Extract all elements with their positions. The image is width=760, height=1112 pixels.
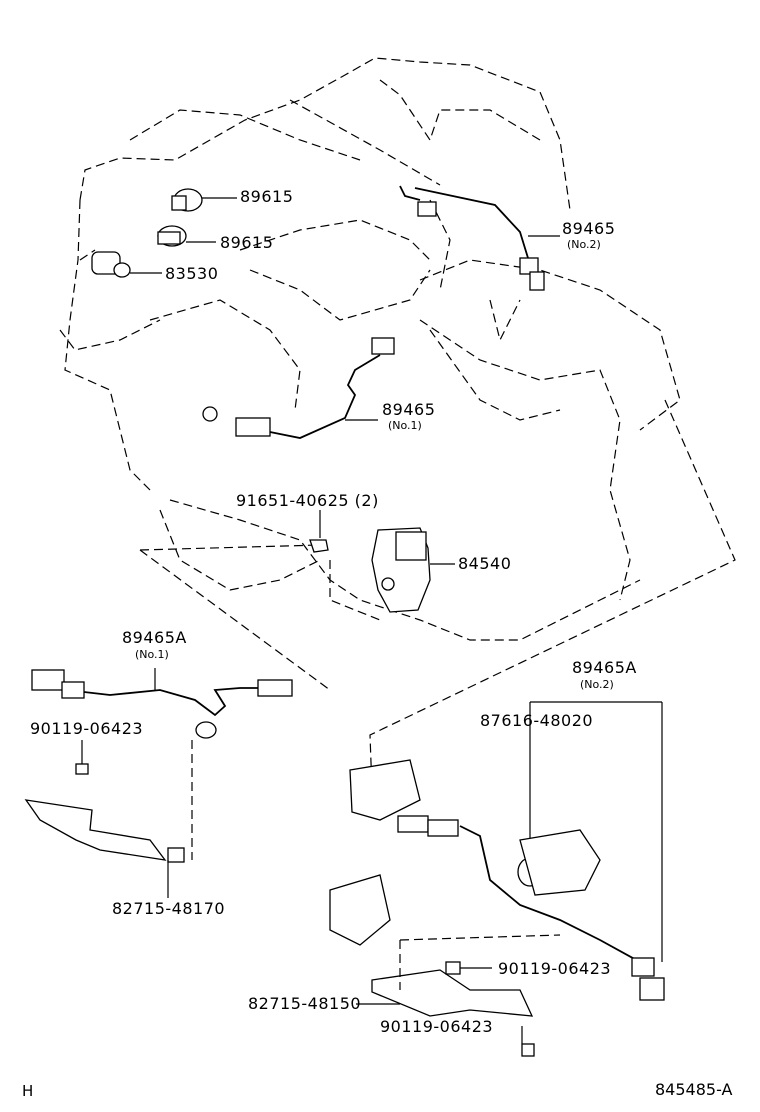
label-bolt-right-lower: 90119-06423 — [380, 1017, 494, 1036]
label-clamp-87616: 87616-48020 — [480, 711, 594, 730]
knock-sensor-top-shape — [171, 188, 237, 212]
label-oxygen-sensor-no1: 89465 — [382, 400, 436, 419]
label-oxygen-sensor-a-no1: 89465A — [122, 628, 187, 647]
knock-sensor-bottom-shape — [157, 225, 216, 247]
label-switch-84540: 84540 — [458, 554, 512, 573]
drawing-number: 845485-A — [655, 1080, 733, 1099]
oxygen-sensor-a-no2-shape — [329, 701, 665, 1057]
label-oxygen-sensor-a-no1-sub: (No.1) — [135, 648, 169, 661]
oxygen-sensor-no1-shape — [202, 337, 395, 439]
bolt-91651-shape — [309, 510, 329, 553]
oxygen-sensor-no2-shape — [399, 185, 560, 291]
label-knock-sensor-top: 89615 — [240, 187, 294, 206]
label-oxygen-sensor-no1-sub: (No.1) — [388, 419, 422, 432]
corner-letter: H — [22, 1082, 34, 1100]
label-bolt-left: 90119-06423 — [30, 719, 144, 738]
switch-84540-shape — [371, 527, 455, 613]
sensor-83530-shape — [91, 251, 162, 278]
label-bracket-right: 82715-48150 — [248, 994, 362, 1013]
label-oxygen-sensor-no2-sub: (No.2) — [567, 238, 601, 251]
label-knock-sensor-bottom: 89615 — [220, 233, 274, 252]
label-oxygen-sensor-no2: 89465 — [562, 219, 616, 238]
label-bolt-91651: 91651-40625 (2) — [236, 491, 379, 510]
engine-outline — [59, 57, 736, 791]
label-bolt-right-upper: 90119-06423 — [498, 959, 612, 978]
label-sensor-83530: 83530 — [165, 264, 219, 283]
label-oxygen-sensor-a-no2: 89465A — [572, 658, 637, 677]
label-bracket-left: 82715-48170 — [112, 899, 226, 918]
label-oxygen-sensor-a-no2-sub: (No.2) — [580, 678, 614, 691]
oxygen-sensor-a-no1-shape — [24, 668, 293, 898]
